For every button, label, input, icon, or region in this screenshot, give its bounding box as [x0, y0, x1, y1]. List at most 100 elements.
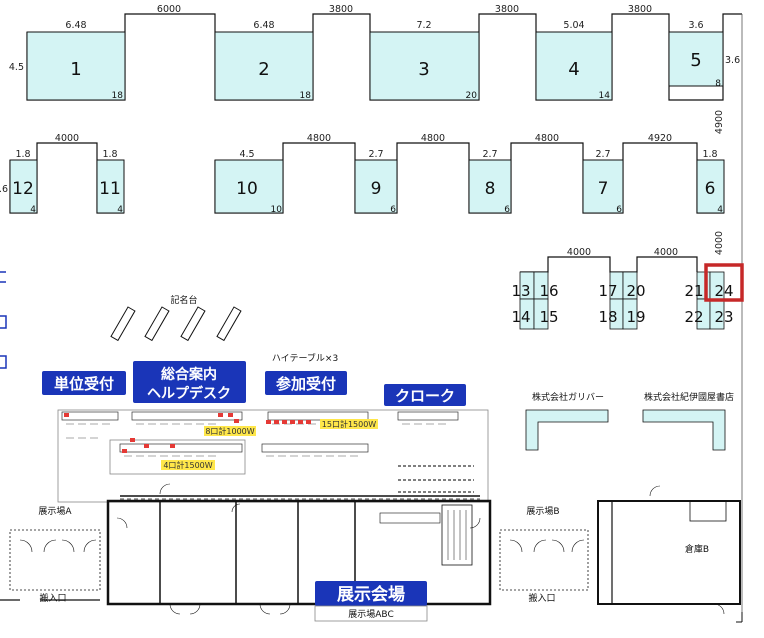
left-edge-marks — [0, 271, 7, 369]
banner-info-desk: 総合案内 ヘルプデスク — [133, 361, 246, 403]
signature-table-4 — [216, 306, 242, 342]
booth-10[interactable] — [214, 159, 284, 214]
reception-area: 8口計1000W 15口計1500W 4口計1500W — [57, 409, 489, 503]
top-width-2: 6.48 — [253, 20, 274, 31]
warehouse-b-label: 倉庫B — [685, 543, 709, 555]
booth-3[interactable] — [369, 31, 480, 101]
booth-7-number: 7 — [598, 179, 609, 199]
top-gap-3: 3800 — [495, 4, 519, 15]
booth-5[interactable] — [668, 31, 724, 87]
booth-11[interactable] — [96, 159, 125, 214]
mid-height-left: 3.6 — [0, 184, 8, 195]
booth-8-number: 8 — [485, 179, 496, 199]
booth-6-number: 6 — [705, 179, 716, 199]
banner-exhibition-hall-text: 展示会場 — [337, 584, 405, 605]
mid-gap-1: 4000 — [55, 133, 79, 144]
signature-table-1 — [110, 306, 136, 342]
mid-width-2: 1.8 — [102, 149, 117, 160]
booth-24-number: 24 — [714, 282, 733, 300]
top-gap-1: 6000 — [157, 4, 181, 15]
booth-1-capacity: 18 — [112, 91, 124, 101]
booth-4[interactable] — [535, 31, 613, 101]
middle-row: 12 11 10 9 8 7 6 4 4 10 6 6 6 4 1.8 1.8 … — [0, 133, 725, 215]
booth-2-number: 2 — [258, 59, 269, 80]
booth-8[interactable] — [468, 159, 512, 214]
booth-13-number: 13 — [511, 282, 530, 300]
hall-abc-label: 展示場ABC — [348, 608, 393, 620]
booth-15[interactable] — [533, 298, 549, 330]
power-note-3: 4口計1500W — [163, 460, 212, 470]
signature-tables: 記名台 — [110, 294, 242, 342]
banner-cloak: クローク — [384, 384, 466, 406]
high-table-label: ハイテーブル×3 — [272, 352, 338, 364]
booth-17-number: 17 — [598, 282, 617, 300]
power-note-1: 8口計1000W — [205, 426, 254, 436]
booth-9-number: 9 — [371, 179, 382, 199]
mid-width-6: 2.7 — [595, 149, 610, 160]
banner-unit-reception: 単位受付 — [42, 371, 126, 395]
signature-table-2 — [144, 306, 170, 342]
mid-width-3: 4.5 — [239, 149, 254, 160]
hall-a-label: 展示場A — [38, 505, 72, 517]
banner-info-line1: 総合案内 — [161, 366, 217, 383]
booth-16-number: 16 — [539, 282, 558, 300]
top-width-1: 6.48 — [65, 20, 86, 31]
booth-1-number: 1 — [70, 59, 81, 80]
signature-table-label: 記名台 — [170, 294, 197, 306]
hall-b-label: 展示場B — [526, 505, 559, 517]
top-height-right: 3.6 — [725, 55, 740, 66]
company-b-booth[interactable] — [642, 409, 726, 451]
company-a-booth[interactable] — [525, 409, 609, 451]
banner-participant-reception-text: 参加受付 — [276, 375, 336, 393]
loading-dock-b-label: 搬入口 — [528, 592, 555, 604]
booth-12-capacity: 4 — [30, 205, 36, 215]
mid-gap-5: 4920 — [648, 133, 672, 144]
mid-gap-3: 4800 — [421, 133, 445, 144]
banner-info-line2: ヘルプデスク — [147, 385, 231, 402]
booth-11-capacity: 4 — [117, 205, 123, 215]
small-gap-1: 4000 — [567, 247, 591, 258]
booth-10-number: 10 — [236, 179, 258, 199]
top-row: 1 2 3 4 5 18 18 20 14 8 6.48 6.48 7.2 5.… — [9, 4, 742, 101]
booth-2-capacity: 18 — [300, 91, 312, 101]
booth-6[interactable] — [696, 159, 725, 214]
vertical-dimension: 4900 4000 — [714, 14, 743, 620]
booth-4-capacity: 14 — [599, 91, 611, 101]
mid-width-5: 2.7 — [482, 149, 497, 160]
banner-exhibition-hall: 展示会場 展示場ABC — [314, 581, 428, 622]
booth-7-capacity: 6 — [616, 205, 622, 215]
top-width-3: 7.2 — [416, 20, 431, 31]
mid-gap-2: 4800 — [307, 133, 331, 144]
booth-10-capacity: 10 — [271, 205, 283, 215]
booth-1[interactable] — [26, 31, 126, 101]
booth-7[interactable] — [582, 159, 624, 214]
booth-14-number: 14 — [511, 308, 530, 326]
mid-width-7: 1.8 — [702, 149, 717, 160]
booth-9[interactable] — [354, 159, 398, 214]
booth-4-number: 4 — [568, 59, 579, 80]
small-booths: 4000 4000 13 16 14 15 17 20 18 19 21 24 … — [511, 247, 744, 330]
booth-18-number: 18 — [598, 308, 617, 326]
booth-6-capacity: 4 — [717, 205, 723, 215]
booth-3-number: 3 — [418, 59, 429, 80]
booth-12[interactable] — [9, 159, 38, 214]
top-gap-4: 3800 — [628, 4, 652, 15]
loading-dock-a-label: 搬入口 — [39, 592, 66, 604]
vertical-dim-upper: 4900 — [714, 110, 725, 134]
booth-11-number: 11 — [99, 179, 121, 199]
company-b-label: 株式会社紀伊國屋書店 — [644, 391, 734, 403]
top-gap-2: 3800 — [329, 4, 353, 15]
top-width-5: 3.6 — [688, 20, 703, 31]
booth-2[interactable] — [214, 31, 314, 101]
company-booths: 株式会社ガリバー 株式会社紀伊國屋書店 — [525, 391, 734, 451]
booth-5-number: 5 — [690, 50, 701, 71]
booth-15-number: 15 — [539, 308, 558, 326]
top-height-left: 4.5 — [9, 62, 24, 73]
mid-width-4: 2.7 — [368, 149, 383, 160]
small-gap-2: 4000 — [654, 247, 678, 258]
booth-23-number: 23 — [714, 308, 733, 326]
booth-5-capacity: 8 — [715, 79, 721, 89]
top-width-4: 5.04 — [563, 20, 584, 31]
booth-19[interactable] — [622, 298, 638, 330]
